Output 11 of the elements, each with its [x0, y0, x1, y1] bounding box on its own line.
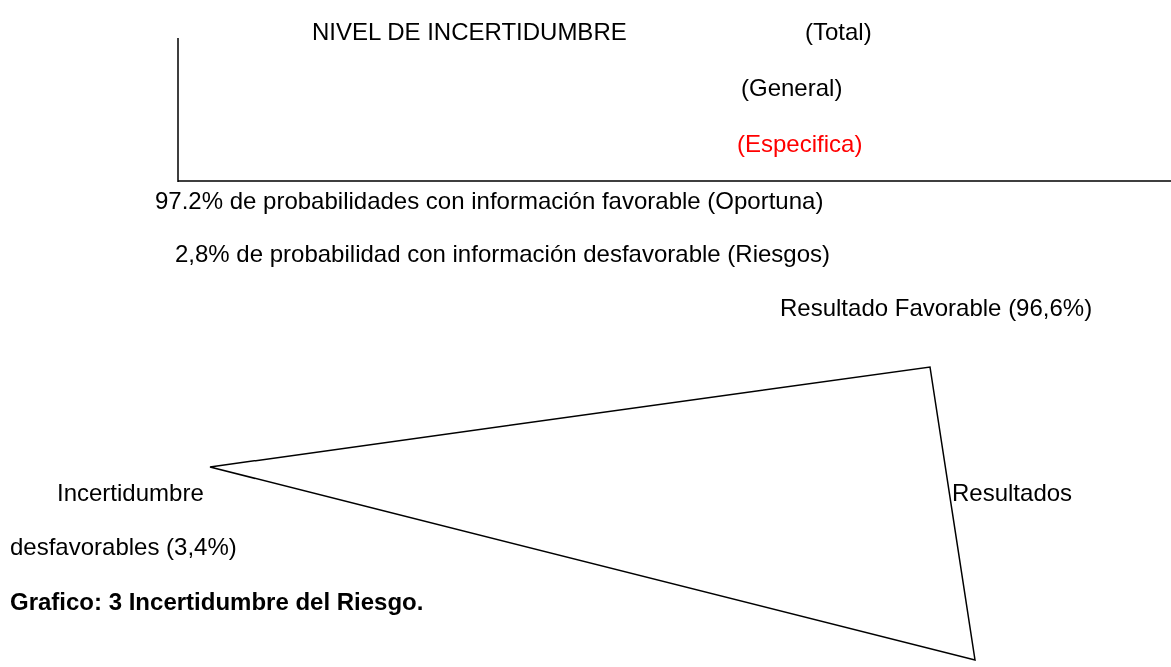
level-label: (Especifica) — [737, 130, 863, 158]
result-label: Resultados — [952, 479, 1073, 507]
caption: Grafico: 3 Incertidumbre del Riesgo. — [10, 588, 424, 616]
probability-text: 2,8% de probabilidad con información desfavorable (Riesgos) — [175, 240, 831, 268]
probability-text: 97.2% de probabilidades con información favorable (Oportuna) — [155, 187, 824, 215]
uncertainty-label: Incertidumbre — [57, 479, 204, 507]
result-label: Resultado Favorable (96,6%) — [780, 294, 1093, 322]
uncertainty-label: desfavorables (3,4%) — [10, 533, 237, 561]
heading-text: NIVEL DE INCERTIDUMBRE — [312, 18, 627, 46]
level-label: (Total) — [805, 18, 872, 46]
level-label: (General) — [741, 74, 843, 102]
